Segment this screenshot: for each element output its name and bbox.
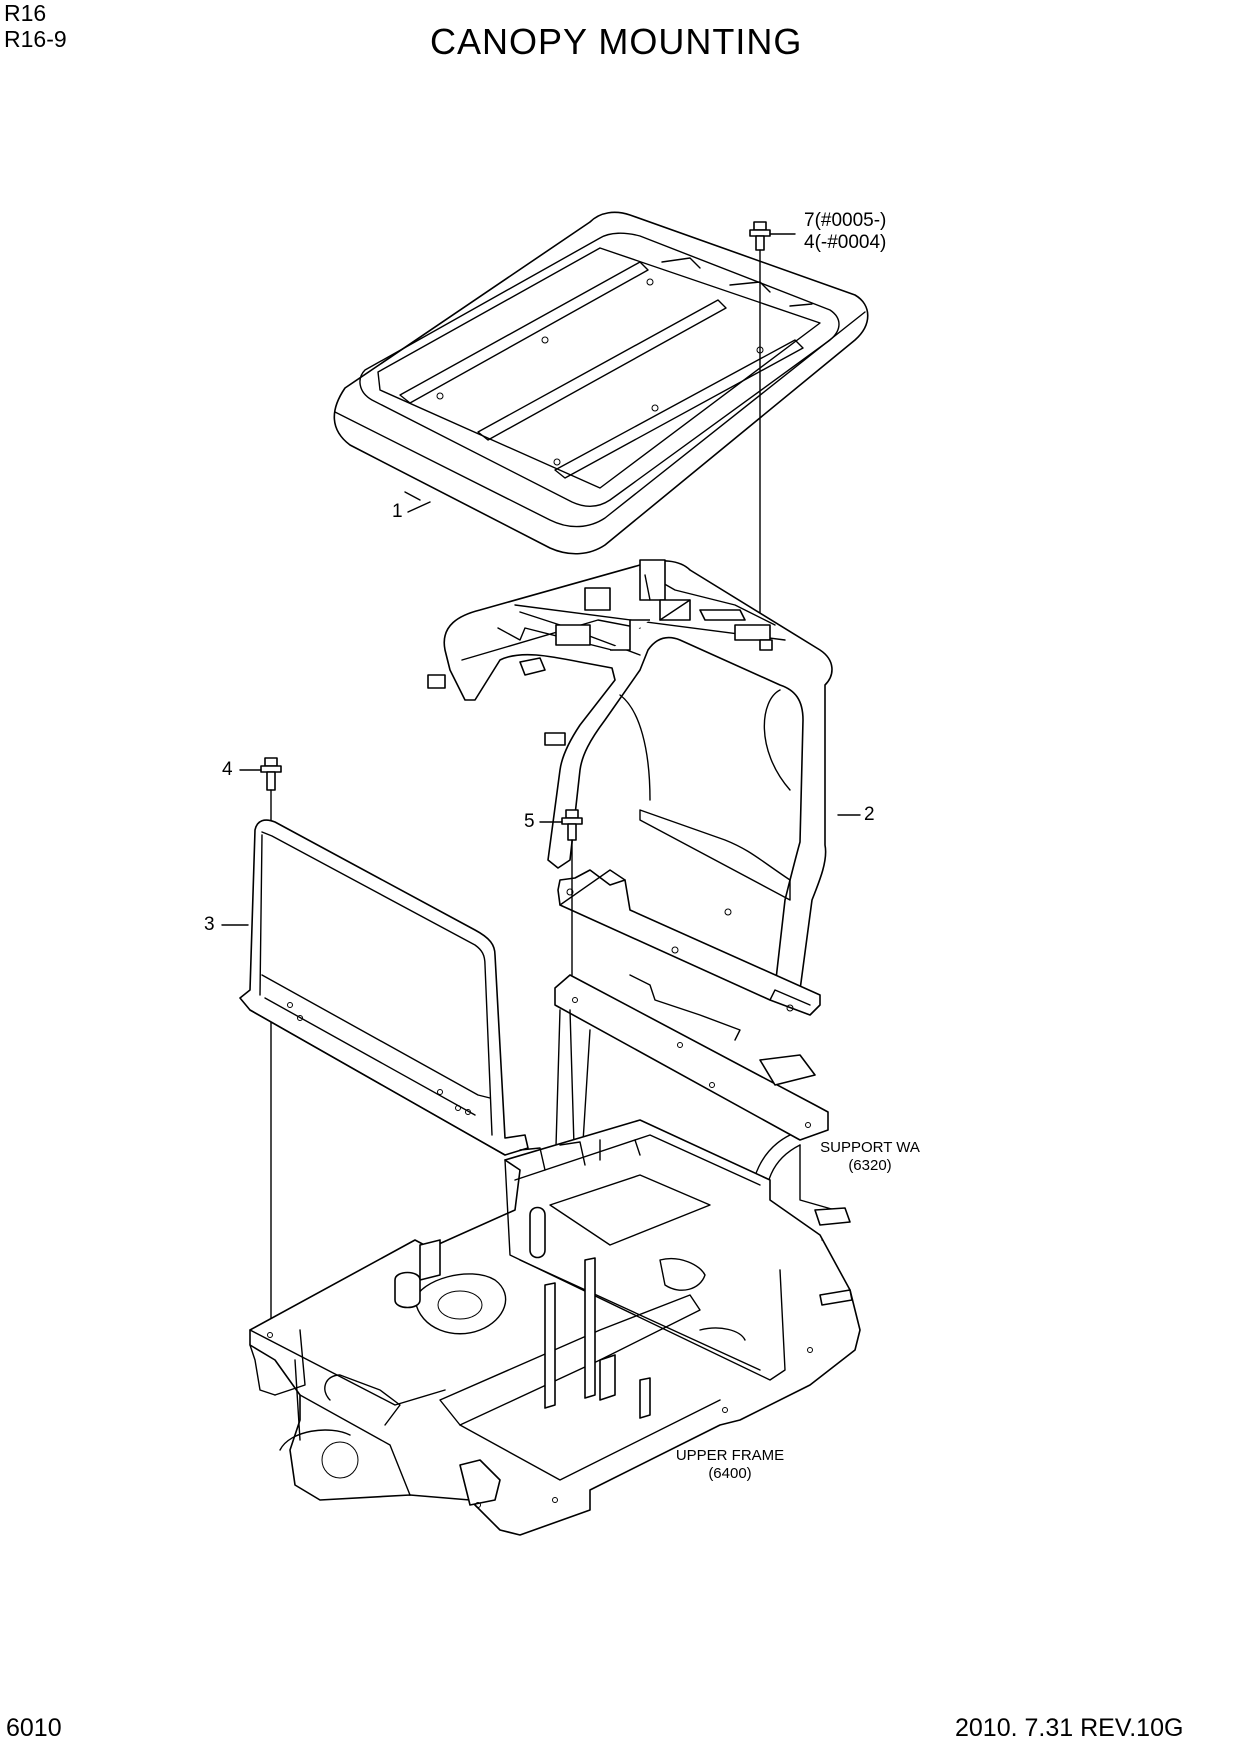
callout-bolt-4-early: 4(-#0004): [804, 232, 887, 253]
callout-part-4: 4: [222, 759, 233, 780]
canopy-roof: [333, 211, 869, 555]
roof-bolt: [749, 221, 796, 651]
canopy-frame: [427, 559, 833, 1016]
callout-part-5: 5: [524, 811, 535, 832]
page-title: CANOPY MOUNTING: [430, 21, 803, 62]
callout-bolt-7: 7(#0005-): [804, 210, 887, 231]
support-ref-name: SUPPORT WA: [820, 1139, 920, 1156]
revision-date: 2010. 7.31 REV.10G: [955, 1714, 1184, 1742]
frame-ref-name: UPPER FRAME: [675, 1447, 785, 1464]
callout-part-1: 1: [392, 501, 403, 522]
callout-part-2: 2: [864, 804, 875, 825]
support-ref-code: (6320): [848, 1157, 892, 1174]
callout-part-3: 3: [204, 914, 215, 935]
model-variant: R16-9: [4, 26, 67, 52]
upper-frame: [249, 1119, 861, 1536]
page-number: 6010: [6, 1714, 62, 1742]
frame-ref-code: (6400): [708, 1465, 752, 1482]
front-guard: [239, 819, 529, 1156]
mount-bolt-5: [539, 809, 583, 976]
model-code: R16: [4, 0, 47, 26]
